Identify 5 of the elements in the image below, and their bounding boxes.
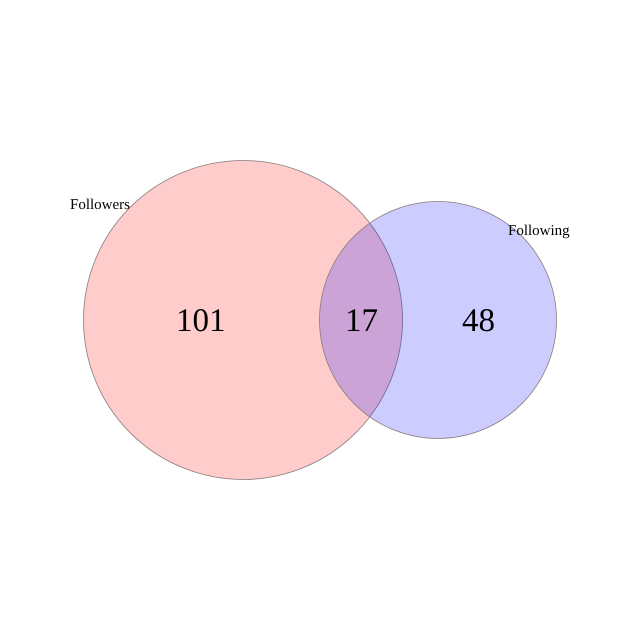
count-number: 101 [176,305,226,338]
set-label: Followers [70,198,130,213]
count-number: 48 [462,305,495,338]
set-label: Following [508,224,570,239]
count-number: 17 [345,305,378,338]
